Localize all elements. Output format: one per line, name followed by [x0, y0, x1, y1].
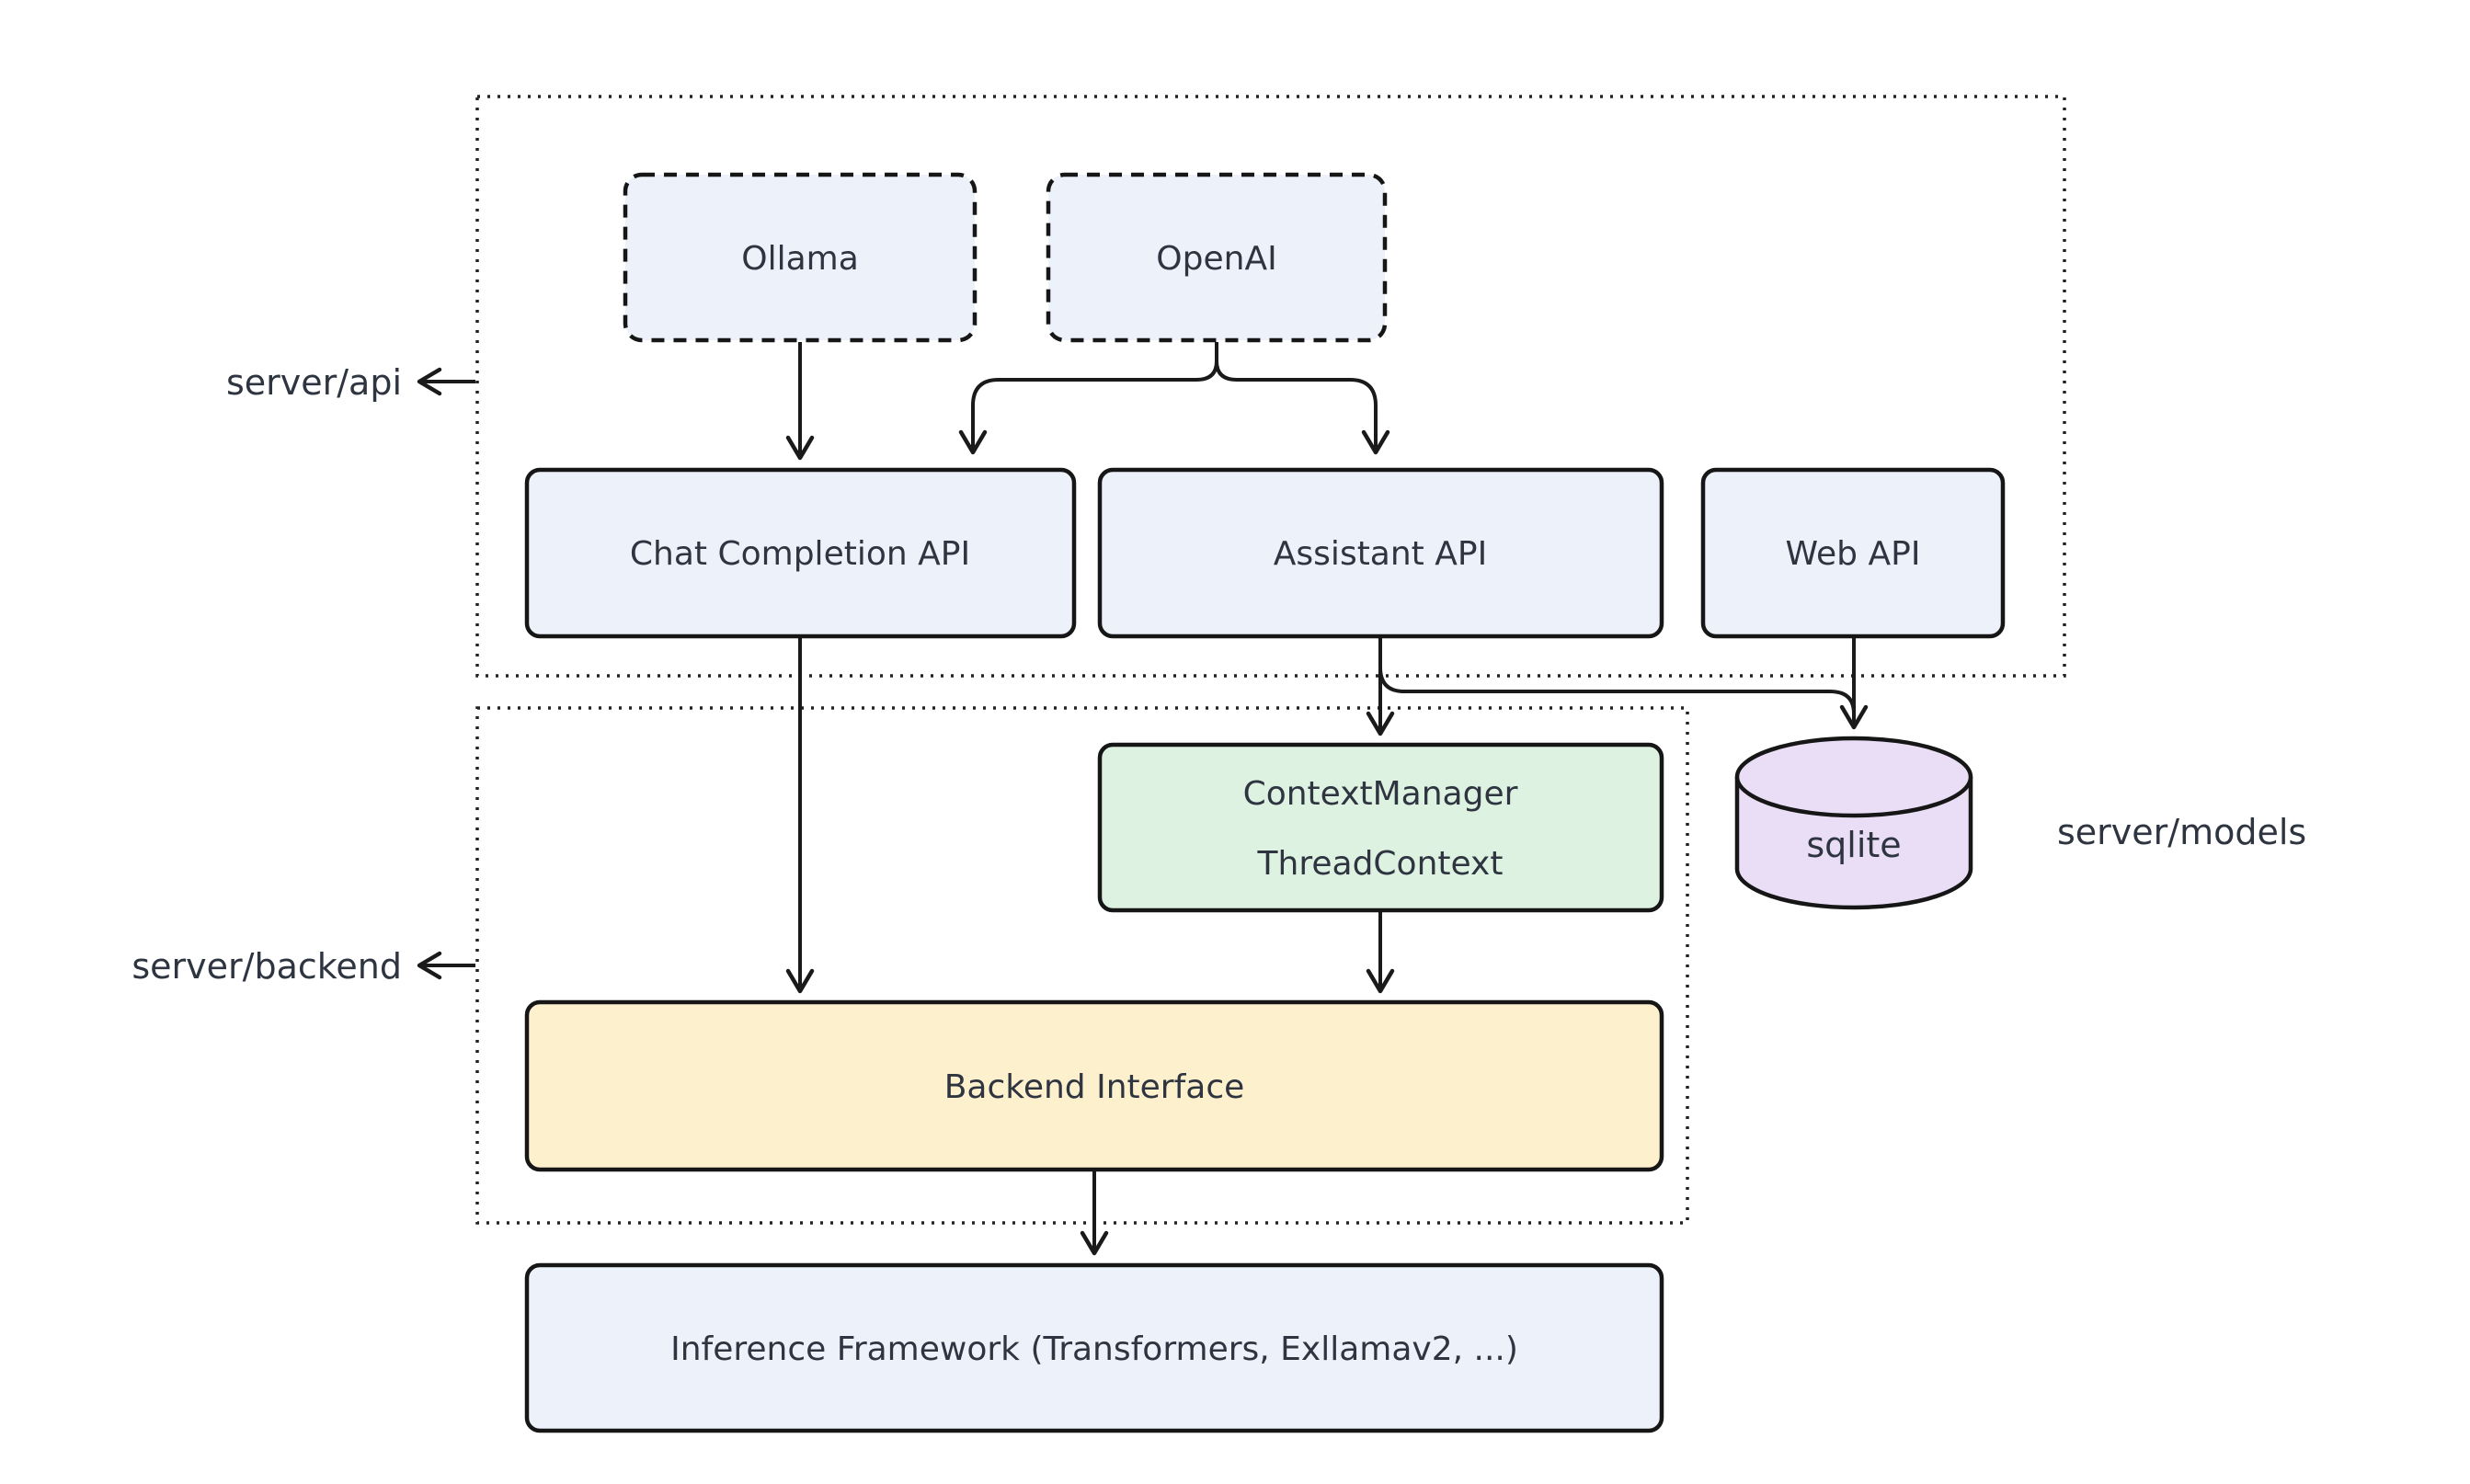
node-web-api-label: Web API	[1786, 535, 1921, 573]
node-context-manager	[1097, 742, 1664, 913]
node-assistant-api	[1097, 467, 1664, 639]
node-backend-interface-label: Backend Interface	[944, 1068, 1245, 1106]
server-backend-container	[475, 706, 1689, 1225]
server-backend-label: server/backend	[132, 946, 402, 987]
edge-openai-to-chat-completion	[958, 342, 1218, 455]
server-api-label: server/api	[226, 362, 402, 403]
edge-assistant-to-sqlite	[1378, 636, 1856, 714]
node-backend-interface	[524, 999, 1664, 1172]
node-ollama	[623, 172, 978, 343]
node-chat-completion-api	[524, 467, 1077, 639]
node-openai-label: OpenAI	[1156, 240, 1276, 278]
node-web-api	[1700, 467, 2006, 639]
node-openai	[1046, 172, 1388, 343]
sqlite-cylinder-top	[1734, 736, 1973, 818]
node-ollama-label: Ollama	[741, 240, 859, 278]
node-context-manager-label-line1: ContextManager	[1243, 775, 1518, 813]
edge-openai-to-assistant	[1215, 342, 1390, 455]
node-sqlite-label: sqlite	[1806, 825, 1901, 865]
node-assistant-api-label: Assistant API	[1274, 535, 1487, 573]
node-chat-completion-api-label: Chat Completion API	[630, 535, 970, 573]
node-inference-framework	[524, 1262, 1664, 1433]
server-models-label: server/models	[2057, 812, 2306, 852]
node-context-manager-label-line2: ThreadContext	[1257, 845, 1504, 883]
node-inference-framework-label: Inference Framework (Transformers, Exlla…	[670, 1330, 1518, 1368]
